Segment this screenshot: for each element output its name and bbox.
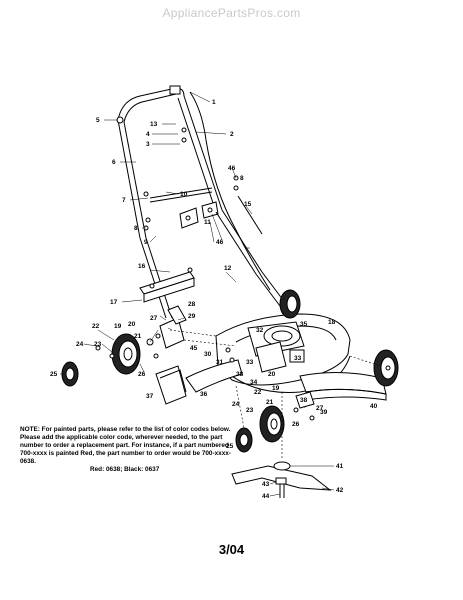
callout: 13 bbox=[150, 121, 158, 128]
discharge-chute bbox=[155, 365, 187, 405]
callout: 8 bbox=[240, 175, 244, 182]
callout: 25 bbox=[50, 371, 58, 378]
callout: 33 bbox=[294, 355, 302, 362]
rear-wheel-left bbox=[95, 333, 141, 375]
front-wheel-right bbox=[373, 349, 399, 387]
callout: 21 bbox=[266, 399, 274, 406]
callout: 8 bbox=[134, 225, 138, 232]
control-cable bbox=[189, 91, 271, 291]
color-code-note: NOTE: For painted parts, please refer to… bbox=[20, 426, 240, 475]
callout: 24 bbox=[232, 401, 240, 408]
blade-leaders bbox=[269, 465, 335, 497]
front-wheel-left bbox=[259, 405, 285, 443]
callout: 43 bbox=[262, 481, 270, 488]
page-date: 3/04 bbox=[218, 542, 245, 557]
callout: 24 bbox=[76, 341, 84, 348]
callout: 45 bbox=[190, 345, 198, 352]
watermark: AppliancePartsPros.com bbox=[162, 6, 301, 20]
callout: 46 bbox=[216, 239, 224, 246]
callout: 18 bbox=[328, 319, 336, 326]
rear-hinge-bracket bbox=[139, 267, 195, 303]
callout: 1 bbox=[212, 99, 216, 106]
small-fasteners bbox=[116, 116, 239, 363]
note-label: NOTE: bbox=[20, 426, 40, 433]
callout: 27 bbox=[316, 405, 324, 412]
callout: 20 bbox=[128, 321, 136, 328]
callout: 31 bbox=[216, 359, 224, 366]
callout: 21 bbox=[134, 333, 142, 340]
assembly-lines bbox=[169, 329, 381, 458]
callout: 25 bbox=[226, 443, 234, 450]
callout: 30 bbox=[204, 351, 212, 358]
callout: 34 bbox=[250, 379, 258, 386]
callout: 38 bbox=[236, 371, 244, 378]
callout: 9 bbox=[144, 239, 148, 246]
blade-assembly bbox=[231, 461, 332, 498]
wheel-hub-cap-front bbox=[235, 427, 253, 453]
callout: 26 bbox=[138, 371, 146, 378]
callout: 32 bbox=[256, 327, 264, 334]
callout: 6 bbox=[112, 159, 116, 166]
wheel-fasteners-left bbox=[146, 333, 161, 359]
mower-deck bbox=[215, 313, 351, 393]
callout: 17 bbox=[110, 299, 118, 306]
callout: 23 bbox=[94, 341, 102, 348]
front-axle-fasteners bbox=[293, 391, 315, 421]
callout: 10 bbox=[180, 191, 188, 198]
callout: 33 bbox=[246, 359, 254, 366]
callout: 41 bbox=[336, 463, 344, 470]
note-text: For painted parts, please refer to the l… bbox=[20, 426, 231, 466]
lower-handle bbox=[139, 209, 287, 319]
callout: 11 bbox=[204, 219, 211, 226]
leader-lines bbox=[60, 91, 253, 375]
callout: 38 bbox=[300, 397, 308, 404]
callout: 42 bbox=[336, 487, 344, 494]
callout: 3 bbox=[146, 141, 150, 148]
callout: 15 bbox=[244, 201, 252, 208]
callout: 5 bbox=[96, 117, 100, 124]
rear-baffle bbox=[185, 359, 243, 393]
upper-handle bbox=[117, 85, 223, 239]
cable-clip bbox=[237, 195, 263, 235]
callout: 23 bbox=[246, 407, 254, 414]
callout: 29 bbox=[188, 313, 196, 320]
callout-labels: 1 2 3 4 5 6 7 8 8 9 10 11 12 13 15 16 17… bbox=[50, 99, 378, 500]
callout: 19 bbox=[272, 385, 280, 392]
wheel-hub-cap-left bbox=[61, 361, 79, 387]
callout: 12 bbox=[224, 265, 232, 272]
callout: 2 bbox=[230, 131, 234, 138]
callout: 4 bbox=[146, 131, 150, 138]
callout: 46 bbox=[228, 165, 236, 172]
callout: 35 bbox=[300, 321, 308, 328]
callout: 37 bbox=[146, 393, 154, 400]
callout: 44 bbox=[262, 493, 270, 500]
callout: 27 bbox=[150, 315, 158, 322]
callout: 16 bbox=[138, 263, 146, 270]
callout: 7 bbox=[122, 197, 126, 204]
callout: 22 bbox=[254, 389, 262, 396]
callout: 20 bbox=[268, 371, 276, 378]
rear-wheel-right bbox=[279, 289, 301, 319]
callout: 36 bbox=[200, 391, 208, 398]
callout: 19 bbox=[114, 323, 122, 330]
callout: 22 bbox=[92, 323, 100, 330]
callout: 28 bbox=[188, 301, 196, 308]
callout: 40 bbox=[370, 403, 378, 410]
callout: 26 bbox=[292, 421, 300, 428]
callout: 39 bbox=[320, 409, 328, 416]
handle-crossbar bbox=[149, 187, 219, 229]
color-codes: Red: 0638; Black: 0637 bbox=[90, 466, 160, 474]
